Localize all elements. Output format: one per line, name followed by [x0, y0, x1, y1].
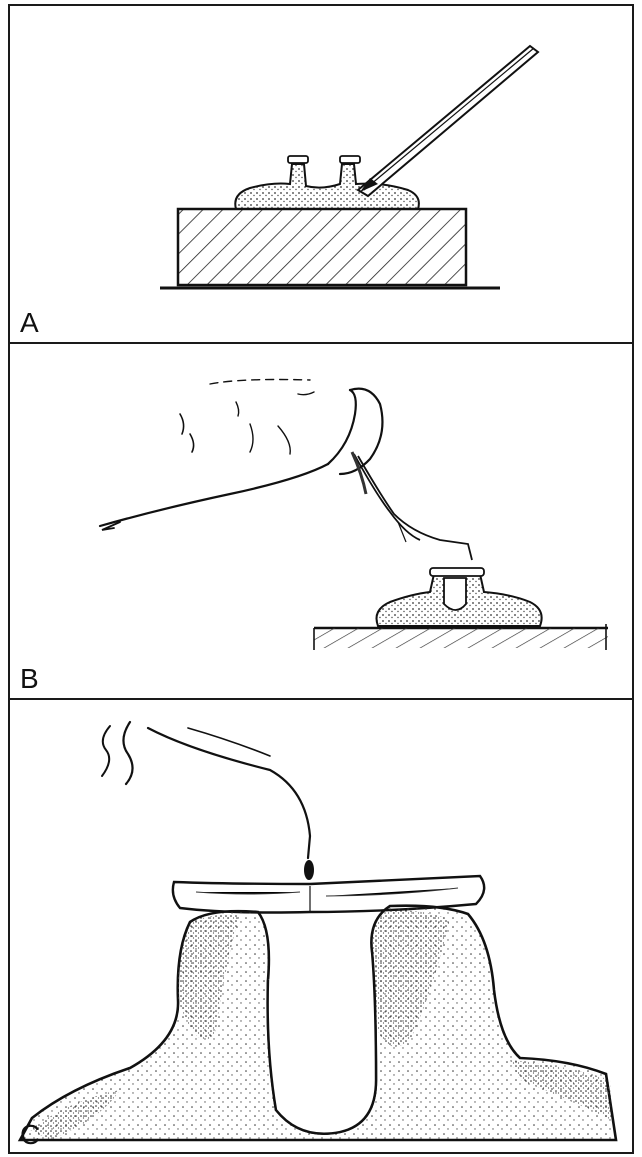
panel-a: A — [8, 4, 634, 344]
hair-strands — [102, 722, 310, 858]
panel-b: B — [8, 342, 634, 700]
fingertip — [100, 380, 382, 531]
wax-mound — [20, 906, 616, 1140]
panel-label-c: C — [20, 1119, 40, 1150]
dissecting-tool — [358, 46, 538, 196]
panel-c: C — [8, 698, 634, 1154]
surface — [314, 624, 608, 650]
panel-a-drawing: A — [10, 6, 632, 342]
hair-strand — [352, 452, 472, 560]
panel-label-b: B — [20, 663, 39, 694]
panel-c-drawing: C — [10, 700, 632, 1152]
panel-b-drawing: B — [10, 344, 632, 698]
panel-label-a: A — [20, 307, 39, 338]
mounting-block — [160, 209, 500, 288]
droplet — [304, 860, 314, 880]
wax-mount — [377, 568, 542, 626]
